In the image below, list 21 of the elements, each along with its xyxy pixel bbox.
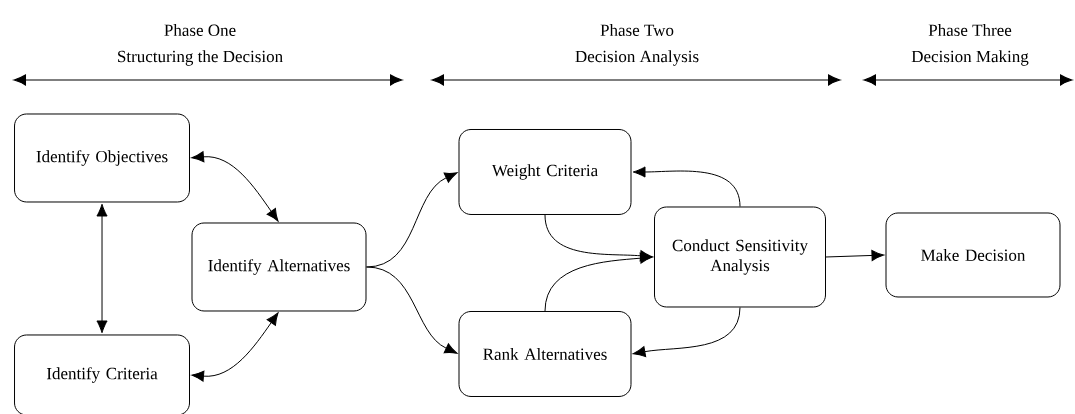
arrow — [366, 266, 458, 354]
phase-heading: Phase Three — [928, 24, 1012, 36]
arrow — [825, 249, 885, 261]
phase-heading: Phase One — [164, 24, 236, 36]
arrow — [544, 252, 653, 312]
process-box: Identify Objectives — [14, 113, 190, 203]
phase-heading: Decision Making — [911, 50, 1029, 66]
process-box: Make Decision — [885, 212, 1061, 298]
arrow — [191, 151, 279, 222]
process-box: Conduct Sensitivity Analysis — [654, 206, 826, 308]
process-box: Rank Alternatives — [458, 311, 632, 397]
process-box: Identify Criteria — [14, 334, 190, 414]
process-box: Weight Criteria — [458, 129, 632, 215]
arrow — [96, 203, 108, 334]
process-box: Identify Alternatives — [191, 222, 367, 312]
phase-heading: Structuring the Decision — [118, 50, 283, 66]
phase-heading: Decision Analysis — [575, 50, 699, 66]
arrow — [632, 166, 741, 207]
phase-heading: Phase Two — [600, 24, 674, 36]
arrow — [632, 307, 741, 358]
arrow — [191, 312, 279, 382]
